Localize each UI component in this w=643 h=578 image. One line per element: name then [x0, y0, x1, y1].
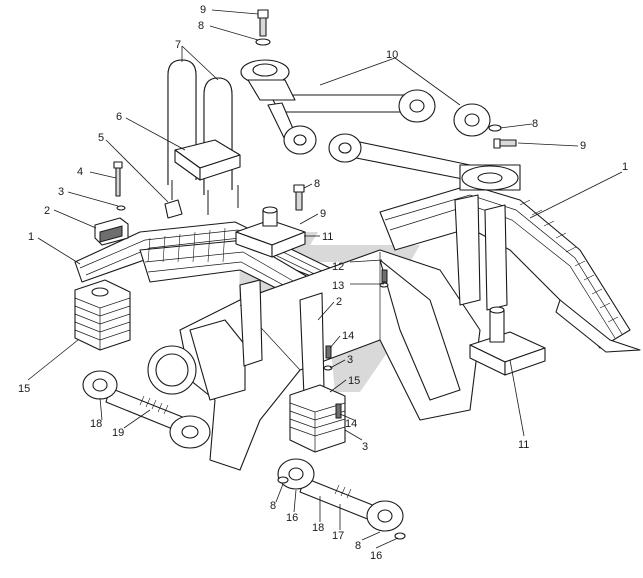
bolt-top — [255, 9, 271, 46]
bolt-left — [113, 161, 126, 211]
callout-5: 5 — [98, 132, 104, 144]
leader-lines — [27, 9, 623, 549]
callout-18-left: 18 — [90, 418, 102, 430]
callout-8-mid: 8 — [314, 178, 320, 190]
bolt-center-small — [323, 269, 389, 419]
callout-16-bottom-right: 16 — [370, 550, 382, 562]
bracket-right — [469, 306, 546, 376]
center-bracket-top — [235, 206, 306, 258]
callout-13: 13 — [332, 280, 344, 292]
spring-clip-left — [94, 217, 129, 246]
callout-2-mid: 2 — [336, 296, 342, 308]
callout-19: 19 — [112, 427, 124, 439]
callout-8-bottom: 8 — [270, 500, 276, 512]
spring-pad-plate — [174, 139, 241, 181]
callout-9-mid: 9 — [320, 208, 326, 220]
callout-14-mid: 14 — [342, 330, 354, 342]
callout-17: 17 — [332, 530, 344, 542]
lower-rod-left — [82, 370, 211, 449]
callout-8-top: 8 — [198, 20, 204, 32]
callout-15-mid: 15 — [348, 375, 360, 387]
callout-9-right: 9 — [580, 140, 586, 152]
callout-8-right-top: 8 — [532, 118, 538, 130]
rubber-bumper-left — [74, 279, 131, 351]
reaction-rod-upper — [240, 59, 436, 155]
rubber-bumper-center — [289, 384, 346, 453]
callout-6: 6 — [116, 111, 122, 123]
callout-11-mid: 11 — [322, 231, 333, 243]
callout-2-left: 2 — [44, 205, 50, 217]
callout-12: 12 — [332, 261, 344, 273]
callout-15-left: 15 — [18, 383, 30, 395]
balancer-frame — [147, 194, 508, 471]
bolt-right — [488, 124, 517, 149]
callout-11-right: 11 — [518, 439, 529, 451]
u-bolt-pair — [167, 59, 239, 215]
callout-3-low: 3 — [362, 441, 368, 453]
callout-7: 7 — [175, 39, 181, 51]
bolt-mid — [293, 184, 305, 211]
callout-10: 10 — [386, 49, 398, 61]
callout-8-bottom-right: 8 — [355, 540, 361, 552]
callout-1-left: 1 — [28, 231, 34, 243]
callout-16-bottom: 16 — [286, 512, 298, 524]
callout-1-right: 1 — [622, 161, 628, 173]
callout-4: 4 — [77, 166, 83, 178]
leaf-spring-right — [379, 184, 641, 353]
callout-9-top: 9 — [200, 4, 206, 16]
callout-14-low: 14 — [345, 418, 357, 430]
spacer-block — [164, 199, 183, 219]
callout-3-left: 3 — [58, 186, 64, 198]
lower-rod-bottom — [277, 458, 406, 540]
callout-3-mid: 3 — [347, 354, 353, 366]
reaction-rod-right — [328, 103, 521, 191]
callout-18-bottom: 18 — [312, 522, 324, 534]
callout-labels: 9 8 7 10 6 5 8 9 4 3 8 2 9 1 11 1 12 13 … — [18, 4, 628, 562]
